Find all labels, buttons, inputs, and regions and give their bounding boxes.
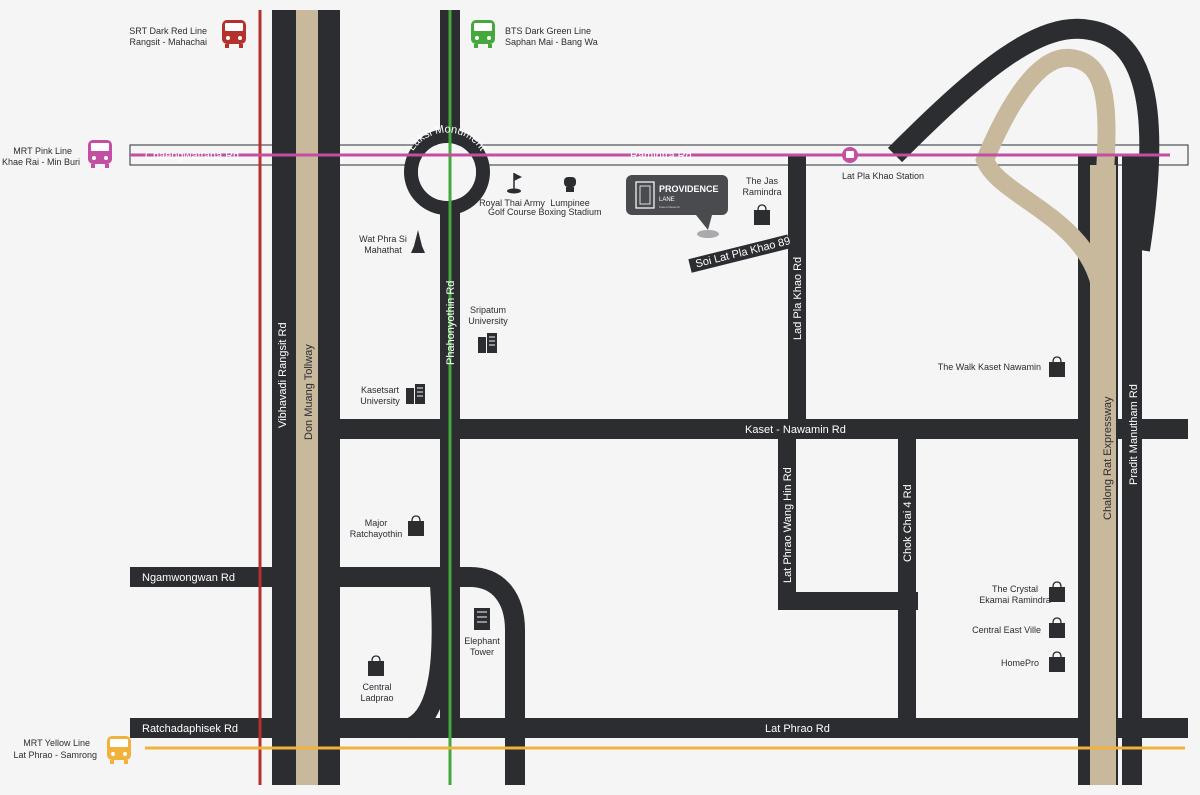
chok-chai-label: Chok Chai 4 Rd bbox=[902, 484, 914, 562]
the-walk-label: The Walk Kaset Nawamin bbox=[938, 362, 1041, 372]
the-walk-bag-icon bbox=[1049, 356, 1065, 377]
major-line1: Major bbox=[365, 518, 388, 528]
lat-phrao-wang-hin-label: Lat Phrao Wang Hin Rd bbox=[782, 467, 794, 583]
lat-phrao-wang-hin-road bbox=[778, 429, 796, 601]
mrt-pink-train-icon bbox=[88, 140, 112, 168]
mrt-yellow-line-route: Lat Phrao - Samrong bbox=[13, 750, 97, 760]
pradit-manutham-label: Pradit Manutham Rd bbox=[1128, 384, 1140, 485]
pradit-manutham-road bbox=[1122, 155, 1142, 785]
wat-line1: Wat Phra Si bbox=[359, 234, 407, 244]
elephant-line2: Tower bbox=[470, 647, 494, 657]
central-ladprao-line1: Central bbox=[362, 682, 391, 692]
tollway-service-road bbox=[322, 10, 340, 785]
soi-label: Soi Lat Pla Khao 89 bbox=[694, 235, 791, 270]
bts-line-name: BTS Dark Green Line bbox=[505, 26, 591, 36]
chalong-rat-loop-tan bbox=[975, 48, 1116, 311]
ratchadaphisek-label: Ratchadaphisek Rd bbox=[142, 723, 238, 735]
central-east-bag-icon bbox=[1049, 617, 1065, 638]
golf-flag-icon bbox=[507, 173, 522, 194]
bts-train-icon bbox=[471, 20, 495, 48]
elephant-tower-building-icon bbox=[474, 608, 490, 630]
elephant-line1: Elephant bbox=[464, 636, 500, 646]
lat-pla-khao-station-label: Lat Pla Khao Station bbox=[842, 171, 924, 181]
homepro-bag-icon bbox=[1049, 651, 1065, 672]
lad-pla-khao-road bbox=[788, 155, 806, 435]
major-bag-icon bbox=[408, 515, 424, 536]
srt-train-icon bbox=[222, 20, 246, 48]
laksi-roundabout-center bbox=[418, 143, 476, 201]
chok-chai-4-road bbox=[898, 429, 916, 729]
bts-line-route: Saphan Mai - Bang Wa bbox=[505, 37, 598, 47]
vibhavadi-road bbox=[272, 10, 292, 785]
chalong-rat-loop-road bbox=[887, 18, 1160, 252]
project-tag: Kaset-Nawamin bbox=[659, 205, 681, 209]
central-ladprao-bag-icon bbox=[368, 655, 384, 676]
soi-lat-pla-khao-89-road: Soi Lat Pla Khao 89 bbox=[688, 234, 792, 273]
mrt-yellow-train-icon bbox=[107, 736, 131, 764]
kasetsart-line1: Kasetsart bbox=[361, 385, 400, 395]
sripatum-building-icon bbox=[478, 333, 497, 353]
mrt-pink-line-name: MRT Pink Line bbox=[13, 146, 72, 156]
lat-phrao-label: Lat Phrao Rd bbox=[765, 723, 830, 735]
central-ladprao-line2: Ladprao bbox=[360, 693, 393, 703]
ngamwongwan-label: Ngamwongwan Rd bbox=[142, 572, 235, 584]
boxing-glove-icon bbox=[564, 177, 576, 192]
central-east-ville-label: Central East Ville bbox=[972, 625, 1041, 635]
temple-icon bbox=[411, 230, 425, 253]
boxing-line1: Lumpinee bbox=[550, 198, 590, 208]
kasetsart-line2: University bbox=[360, 396, 400, 406]
kaset-nawamin-label: Kaset - Nawamin Rd bbox=[745, 424, 846, 436]
golf-line1: Royal Thai Army bbox=[479, 198, 545, 208]
lat-phrao-road bbox=[130, 718, 1188, 738]
chalong-rat-label: Chalong Rat Expressway bbox=[1102, 396, 1114, 520]
boxing-line2: Boxing Stadium bbox=[538, 207, 601, 217]
don-muang-tollway-label: Don Muang Tollway bbox=[303, 344, 315, 440]
jas-line1: The Jas bbox=[746, 176, 779, 186]
wat-line2: Mahathat bbox=[364, 245, 402, 255]
crystal-bag-icon bbox=[1049, 581, 1065, 602]
lat-pla-khao-station-icon bbox=[842, 147, 858, 163]
golf-line2: Golf Course bbox=[488, 207, 536, 217]
sripatum-line2: University bbox=[468, 316, 508, 326]
srt-line-route: Rangsit - Mahachai bbox=[129, 37, 207, 47]
srt-line-name: SRT Dark Red Line bbox=[129, 26, 207, 36]
crystal-line1: The Crystal bbox=[992, 584, 1038, 594]
mrt-yellow-line-name: MRT Yellow Line bbox=[23, 738, 90, 748]
kasetsart-building-icon bbox=[406, 384, 425, 404]
ladprao-curve-road bbox=[405, 584, 452, 738]
crystal-line2: Ekamai Ramindra bbox=[979, 595, 1051, 605]
phahonyothin-label: Phahonyothin Rd bbox=[445, 281, 457, 365]
don-muang-tollway-tan bbox=[296, 10, 318, 785]
homepro-label: HomePro bbox=[1001, 658, 1039, 668]
major-line2: Ratchayothin bbox=[350, 529, 403, 539]
kaset-nawamin-road bbox=[320, 419, 1188, 439]
chaengwattana-label: Chaengwattana Rd bbox=[145, 150, 239, 162]
mrt-pink-line-route: Khae Rai - Min Buri bbox=[2, 157, 80, 167]
jas-line2: Ramindra bbox=[742, 187, 781, 197]
wang-hin-connector-road bbox=[778, 592, 918, 610]
vibhavadi-label: Vibhavadi Rangsit Rd bbox=[277, 322, 289, 428]
shopping-bag-icon bbox=[754, 204, 770, 225]
project-sub: LANE bbox=[659, 197, 675, 203]
lad-pla-khao-label: Lad Pla Khao Rd bbox=[792, 257, 804, 340]
sripatum-line1: Sripatum bbox=[470, 305, 506, 315]
ramintra-label: Ramintra Rd bbox=[630, 150, 692, 162]
phahonyothin-branch-road bbox=[450, 567, 525, 785]
providence-lane-marker[interactable]: PROVIDENCE LANE Kaset-Nawamin bbox=[626, 175, 728, 238]
project-name: PROVIDENCE bbox=[659, 184, 719, 194]
laksi-roundabout bbox=[404, 129, 490, 215]
